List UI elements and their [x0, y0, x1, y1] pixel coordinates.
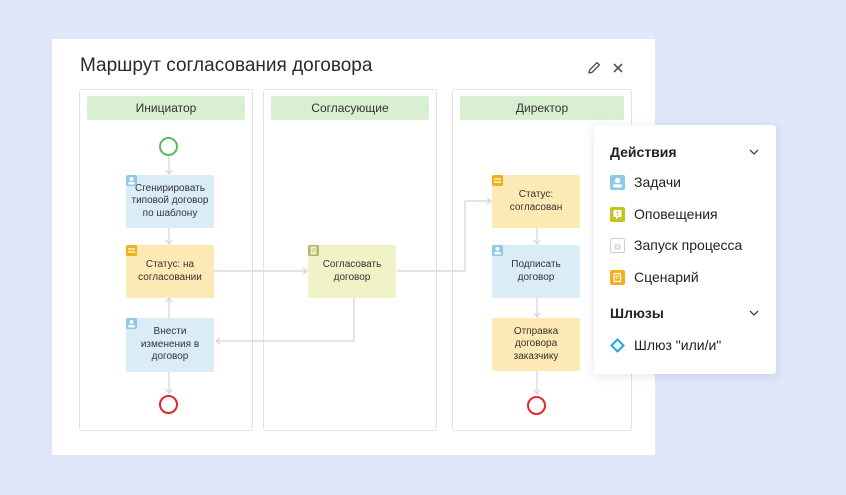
close-button[interactable] — [609, 59, 627, 77]
pencil-icon — [588, 61, 601, 74]
chevron-down-icon — [749, 310, 759, 316]
node-status-pending[interactable]: Статус: на согласовании — [126, 245, 214, 298]
node-send-to-customer[interactable]: Отправка договора заказчику — [492, 318, 580, 371]
palette-item-tasks[interactable]: Задачи — [610, 173, 681, 191]
actions-section-header[interactable]: Действия — [610, 144, 760, 160]
gateway-diamond-icon — [610, 337, 625, 353]
end-event-director[interactable] — [527, 396, 546, 415]
script-icon — [610, 269, 625, 285]
lane-header-approvers: Согласующие — [271, 96, 429, 120]
node-status-approved[interactable]: Статус: согласован — [492, 175, 580, 228]
palette-item-notifications[interactable]: Оповещения — [610, 205, 718, 223]
gateways-section-header[interactable]: Шлюзы — [610, 305, 760, 321]
chevron-down-icon — [749, 149, 759, 155]
element-palette: Действия Задачи Оповещения Запуск процес… — [594, 125, 776, 374]
process-launch-icon — [610, 237, 625, 253]
notification-icon — [610, 206, 625, 222]
user-icon — [492, 245, 503, 256]
page-title: Маршрут согласования договора — [80, 55, 373, 76]
user-icon — [126, 318, 137, 329]
user-icon — [126, 175, 137, 186]
palette-item-process-launch[interactable]: Запуск процесса — [610, 236, 742, 254]
end-event-initiator[interactable] — [159, 395, 178, 414]
status-icon — [126, 245, 137, 256]
node-generate-contract[interactable]: Сгенирировать типовой договор по шаблону — [126, 175, 214, 228]
document-icon — [308, 245, 319, 256]
status-icon — [492, 175, 503, 186]
palette-item-script[interactable]: Сценарий — [610, 268, 699, 286]
node-sign-contract[interactable]: Подписать договор — [492, 245, 580, 298]
lane-header-initiator: Инициатор — [87, 96, 245, 120]
start-event[interactable] — [159, 137, 178, 156]
palette-item-gateway-or-and[interactable]: Шлюз "или/и" — [610, 336, 721, 354]
user-task-icon — [610, 174, 625, 190]
node-approve-contract[interactable]: Согласовать договор — [308, 245, 396, 298]
lane-header-director: Директор — [460, 96, 624, 120]
edit-button[interactable] — [585, 59, 603, 77]
node-make-changes[interactable]: Внести изменения в договор — [126, 318, 214, 372]
close-icon — [613, 63, 623, 73]
